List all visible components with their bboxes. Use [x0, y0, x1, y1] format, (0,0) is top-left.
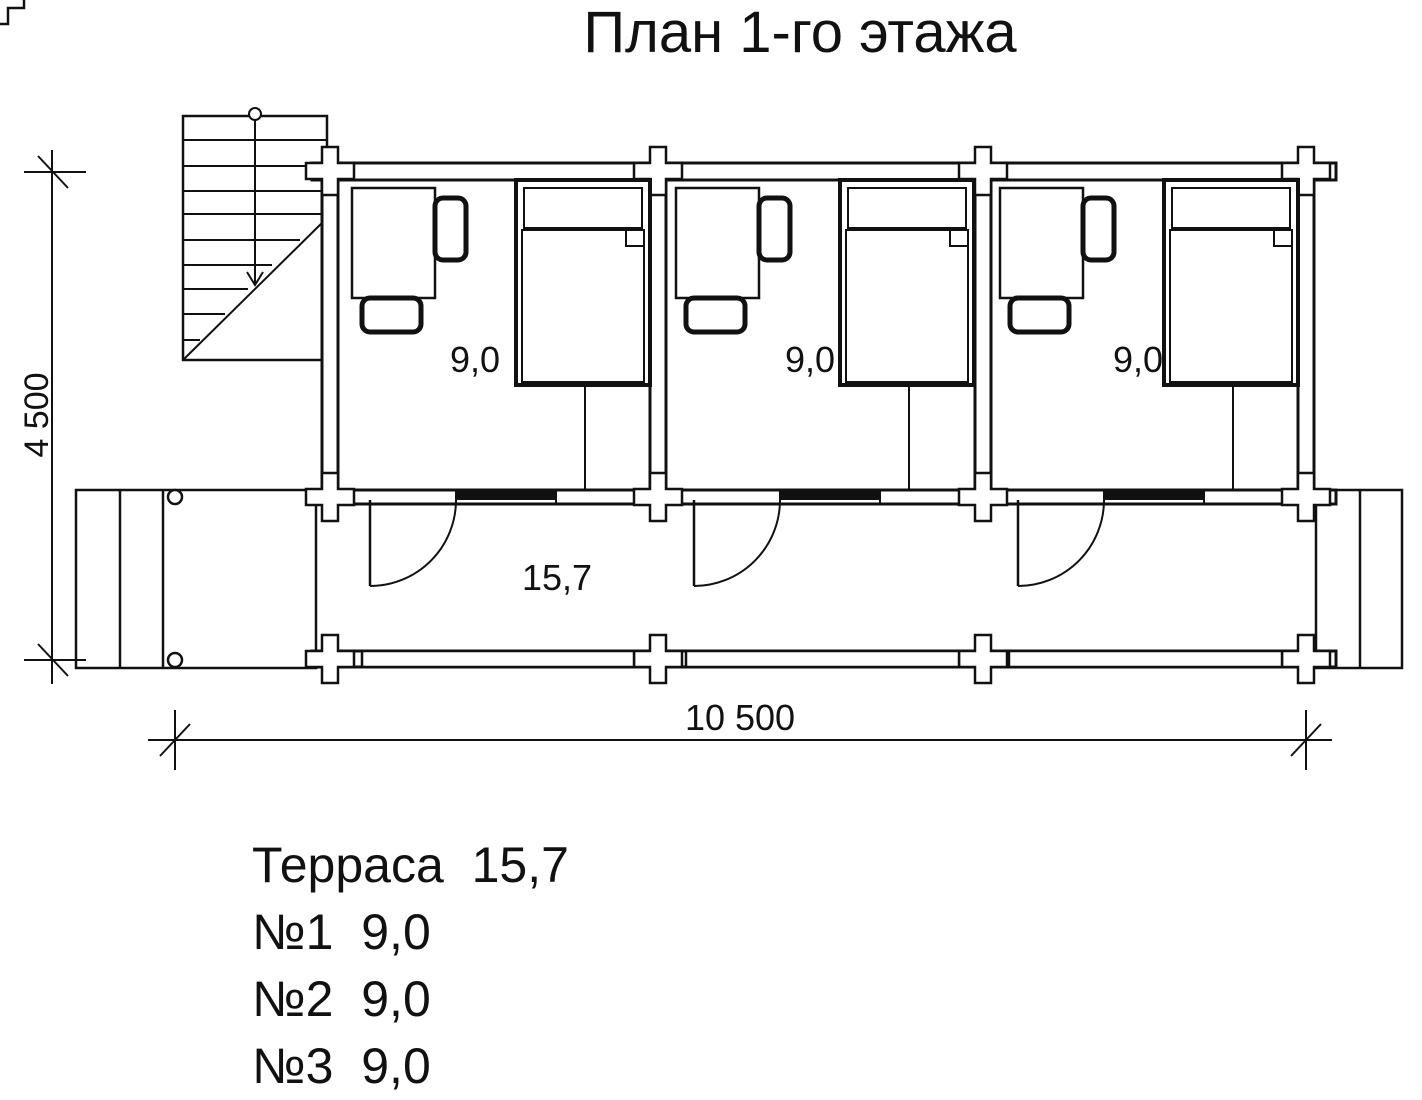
room-1-area: 9,0	[450, 339, 500, 380]
room-2-area: 9,0	[785, 339, 835, 380]
left-porch	[74, 488, 318, 670]
legend-row-room-1: №1 9,0	[252, 899, 569, 966]
dimension-width-label: 10 500	[685, 697, 795, 738]
legend-area: 9,0	[361, 904, 431, 960]
legend-row-room-3: №3 9,0	[252, 1033, 569, 1100]
legend-area: 9,0	[361, 1038, 431, 1094]
area-legend: Терраса 15,7 №1 9,0 №2 9,0 №3 9,0	[252, 832, 569, 1100]
room-3	[1000, 180, 1298, 586]
posts	[0, 0, 1332, 685]
window	[455, 489, 557, 505]
room-2	[676, 180, 974, 586]
terrace-area: 15,7	[522, 557, 592, 598]
legend-area: 15,7	[471, 837, 569, 893]
legend-row-terrace: Терраса 15,7	[252, 832, 569, 899]
bed	[514, 178, 652, 490]
legend-name: №3	[252, 1038, 334, 1094]
door	[368, 499, 457, 587]
legend-name: №2	[252, 971, 334, 1027]
legend-area: 9,0	[361, 971, 431, 1027]
railing	[360, 649, 1284, 669]
room-1	[350, 178, 652, 587]
staircase	[181, 107, 329, 362]
legend-name: №1	[252, 904, 334, 960]
right-porch	[1314, 488, 1404, 670]
dimension-depth-label: 4 500	[18, 372, 56, 457]
plan-title: План 1-го этажа	[583, 0, 1017, 65]
dimension-depth	[24, 150, 86, 684]
legend-row-room-2: №2 9,0	[252, 966, 569, 1033]
chair-icon	[359, 195, 469, 335]
dimension-width	[148, 710, 1332, 770]
room-3-area: 9,0	[1113, 339, 1163, 380]
legend-name: Терраса	[252, 837, 444, 893]
desk	[350, 186, 437, 300]
